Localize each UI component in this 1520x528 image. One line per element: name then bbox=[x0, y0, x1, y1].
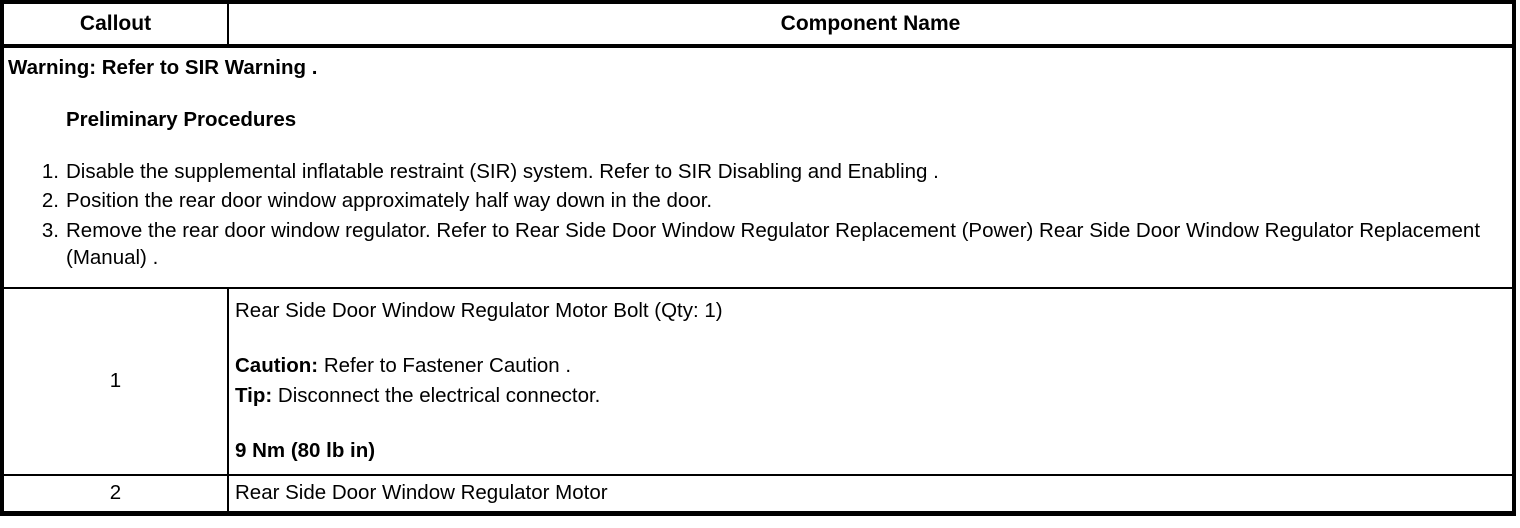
sir-warning-text: Warning: Refer to SIR Warning . bbox=[8, 56, 318, 79]
caution-text: Refer to Fastener Caution . bbox=[318, 353, 572, 377]
table-row: 1 Rear Side Door Window Regulator Motor … bbox=[2, 288, 1514, 476]
tip-note: Tip: Disconnect the electrical connector… bbox=[235, 381, 1502, 412]
torque-specification: 9 Nm (80 lb in) bbox=[235, 439, 376, 463]
preliminary-procedures-cell: Warning: Refer to SIR Warning . Prelimin… bbox=[2, 46, 1514, 290]
callout-number-2: 2 bbox=[2, 474, 229, 514]
list-item: Position the rear door window approximat… bbox=[33, 187, 713, 215]
table-header: Callout Component Name bbox=[2, 2, 1514, 48]
table-header-row: Callout Component Name bbox=[2, 2, 1514, 48]
table-row-procedures: Warning: Refer to SIR Warning . Prelimin… bbox=[2, 46, 1514, 290]
list-item: Disable the supplemental inflatable rest… bbox=[33, 158, 939, 186]
table-body: Warning: Refer to SIR Warning . Prelimin… bbox=[2, 46, 1514, 514]
component-notes-1: Caution: Refer to Fastener Caution . Tip… bbox=[235, 351, 1502, 413]
caution-note: Caution: Refer to Fastener Caution . bbox=[235, 351, 1502, 382]
component-callout-table: Callout Component Name Warning: Refer to… bbox=[0, 0, 1516, 516]
list-item: Remove the rear door window regulator. R… bbox=[33, 217, 1481, 269]
tip-label: Tip: bbox=[235, 384, 273, 408]
column-header-component-name: Component Name bbox=[228, 2, 1514, 48]
table-row: 2 Rear Side Door Window Regulator Motor bbox=[2, 474, 1514, 514]
component-detail-cell-1: Rear Side Door Window Regulator Motor Bo… bbox=[228, 288, 1514, 476]
preliminary-procedures-heading: Preliminary Procedures bbox=[66, 107, 297, 131]
component-name-1: Rear Side Door Window Regulator Motor Bo… bbox=[235, 299, 723, 323]
preliminary-procedures-list: Disable the supplemental inflatable rest… bbox=[8, 158, 1502, 271]
tip-text: Disconnect the electrical connector. bbox=[272, 384, 601, 408]
caution-label: Caution: bbox=[235, 353, 319, 377]
component-name-2: Rear Side Door Window Regulator Motor bbox=[235, 480, 608, 504]
column-header-callout: Callout bbox=[2, 2, 229, 48]
callout-number-1: 1 bbox=[2, 288, 229, 476]
